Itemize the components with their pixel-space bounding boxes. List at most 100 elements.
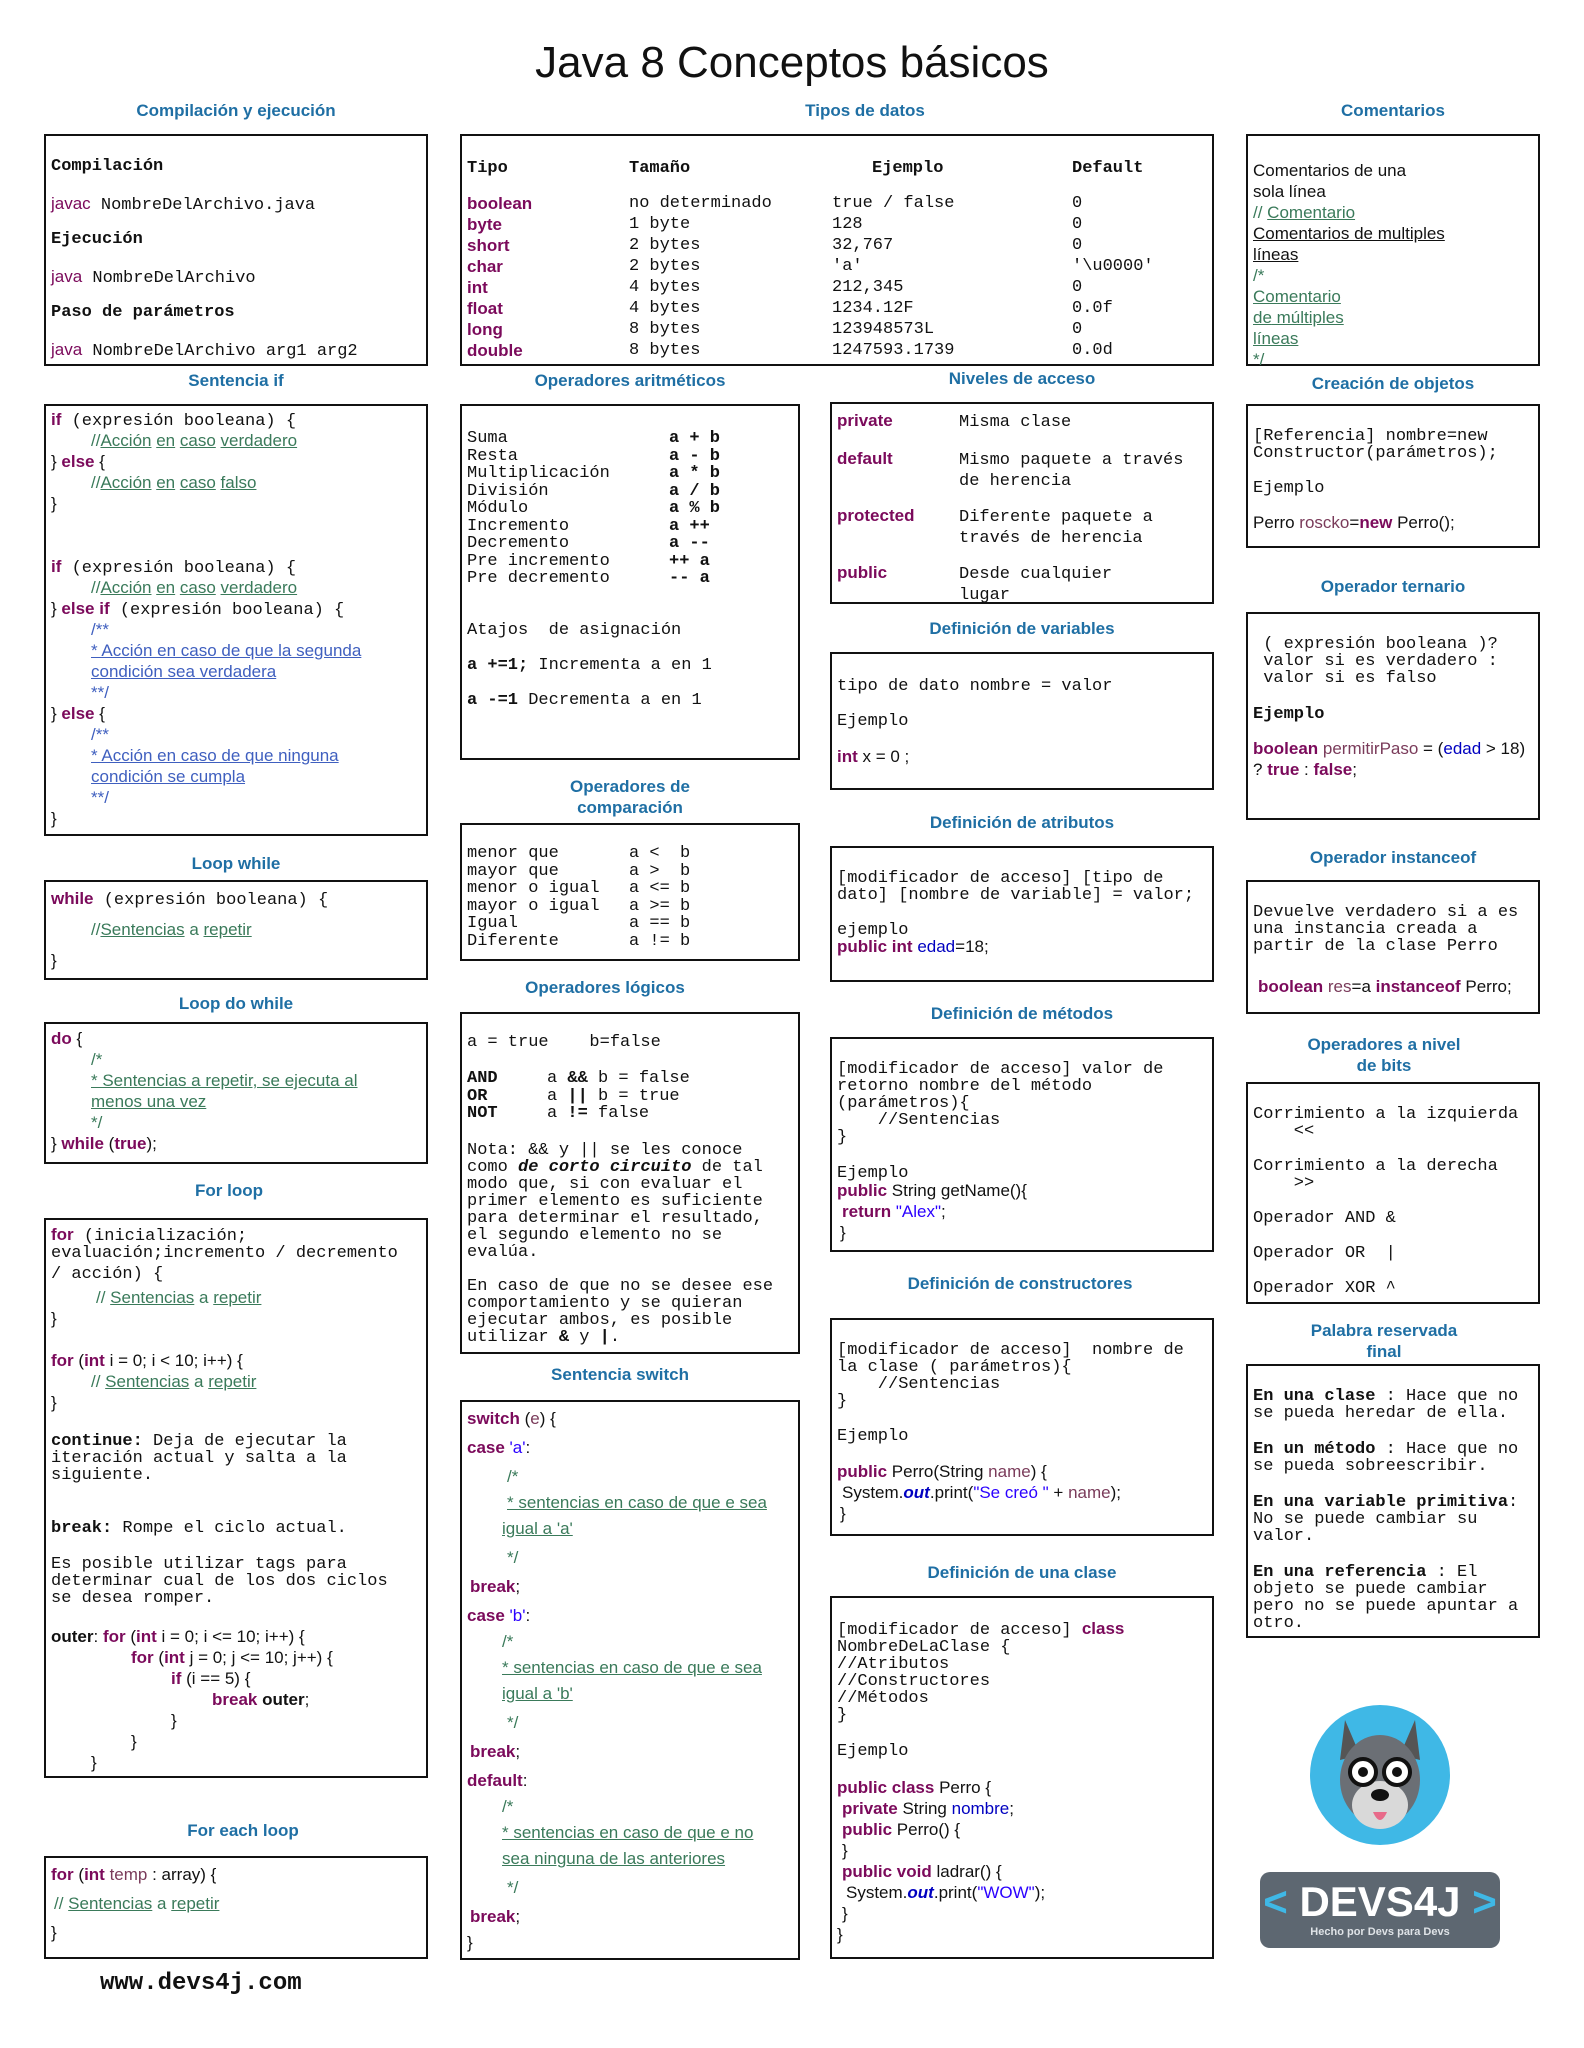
sentencia-if-box: if (expresión booleana) { //Acción en ca…: [44, 404, 428, 836]
ternario-ejemplo: Ejemplo: [1253, 705, 1325, 724]
clase-example-2: private String nombre;: [842, 1799, 1014, 1818]
case-b-comment-1: * sentencias en caso de que e sea: [502, 1658, 762, 1677]
section-title-compilacion: Compilación y ejecución: [136, 101, 336, 120]
nota-line-7: evalúa.: [467, 1243, 539, 1262]
logic-expression: a != false: [547, 1105, 649, 1123]
tipos-cell: int: [467, 278, 488, 297]
javadoc-open: /**: [91, 620, 109, 639]
section-title-ternario: Operador ternario: [1320, 577, 1466, 596]
tipos-cell: 8 bytes: [629, 341, 701, 360]
operator-name: Incremento: [467, 516, 570, 536]
comentarios-multi-2: de múltiples: [1253, 308, 1344, 327]
tipos-cell: float: [467, 299, 503, 318]
tipos-cell: 0.0f: [1072, 299, 1113, 318]
continue-line-2: iteración actual y salta a la: [51, 1449, 347, 1468]
for-example-comment: // Sentencias a repetir: [91, 1372, 257, 1391]
tags-line-3: se desea romper.: [51, 1589, 215, 1608]
operator-expression: ++ a: [669, 551, 710, 571]
access-modifier: public: [837, 563, 888, 582]
nota2-line-1: En caso de que no se desee ese: [467, 1277, 774, 1296]
access-description-line: través de herencia: [959, 529, 1143, 548]
access-modifier: private: [837, 411, 893, 430]
do-comment-open: /*: [91, 1050, 103, 1069]
break-line: break: Rompe el ciclo actual.: [51, 1519, 347, 1538]
final-box: En una clase : Hace que no se pueda here…: [1246, 1364, 1540, 1638]
footer-url[interactable]: www.devs4j.com: [100, 1970, 302, 1997]
logic-operator-name: OR: [467, 1086, 488, 1106]
section-title-logicos: Operadores lógicos: [525, 978, 685, 997]
javadoc-line-1: * Acción en caso de que la segunda: [91, 641, 362, 660]
metodos-line-1: [modificador de acceso] valor de: [837, 1060, 1164, 1079]
comparison-expression: a == b: [629, 914, 691, 933]
bits-line-1: Corrimiento a la izquierda: [1253, 1105, 1519, 1124]
variables-ejemplo: Ejemplo: [837, 712, 909, 731]
tipos-cell: char: [467, 257, 503, 276]
final-referencia-1: En una referencia : El: [1253, 1563, 1478, 1582]
operator-expression: a % b: [669, 499, 721, 518]
else-line-2: } else {: [51, 704, 105, 723]
logic-lhs: a: [547, 1069, 568, 1088]
logic-operator-name: AND: [467, 1069, 498, 1088]
section-title-for-loop: For loop: [195, 1181, 263, 1200]
section-title-creacion: Creación de objetos: [1311, 374, 1475, 393]
metodos-ejemplo: Ejemplo: [837, 1164, 909, 1183]
constructores-line-3: //Sentencias: [837, 1375, 1001, 1394]
clase-example-5: public void ladrar() {: [842, 1862, 1002, 1881]
metodos-line-4: //Sentencias: [837, 1111, 1001, 1130]
tipos-cell: 2 bytes: [629, 257, 701, 276]
brace-2: }: [131, 1732, 137, 1751]
metodos-box: [modificador de acceso] valor de retorno…: [830, 1037, 1214, 1252]
atajos-title: Atajos de asignación: [467, 621, 682, 640]
access-description-line: Misma clase: [959, 413, 1072, 432]
creacion-example: Perro roscko=new Perro();: [1253, 513, 1455, 532]
instanceof-line-2: una instancia creada a: [1253, 920, 1478, 939]
tipos-header-cell: Default: [1072, 159, 1144, 178]
operator-expression: -- a: [669, 569, 710, 588]
comentarios-single-example: // Comentario: [1253, 203, 1356, 222]
atributos-example: public int edad=18;: [837, 937, 989, 956]
comparison-name: mayor o igual: [467, 896, 600, 916]
comentarios-multi-1: Comentario: [1253, 287, 1341, 306]
operator-expression: a --: [669, 534, 710, 553]
ternario-example-2: ? true : false;: [1253, 760, 1357, 779]
clase-example-3: public Perro() {: [842, 1820, 961, 1839]
final-clase-1: En una clase : Hace que no: [1253, 1387, 1519, 1406]
logicos-vars: a = true b=false: [467, 1033, 661, 1052]
else-line: } else {: [51, 452, 105, 471]
bits-line-4: >>: [1253, 1174, 1315, 1193]
operator-name: Resta: [467, 446, 519, 466]
do-comment-2: menos una vez: [91, 1092, 207, 1111]
tags-line-2: determinar cual de los dos ciclos: [51, 1572, 388, 1591]
operator-name: Multiplicación: [467, 464, 610, 483]
section-title-atributos: Definición de atributos: [929, 813, 1115, 832]
atributos-line-2: dato] [nombre de variable] = valor;: [837, 886, 1195, 905]
constructores-example-1: public Perro(String name) {: [837, 1462, 1047, 1481]
tipos-header-cell: Ejemplo: [872, 159, 944, 178]
logic-operator-name: NOT: [467, 1104, 498, 1123]
clase-example-1: public class Perro {: [837, 1778, 992, 1797]
javadoc-open-2: /**: [91, 725, 109, 744]
metodos-example-3: }: [840, 1223, 846, 1242]
section-title-variables: Definición de variables: [929, 619, 1115, 638]
default-comment-2: sea ninguna de las anteriores: [502, 1849, 726, 1868]
switch-box: switch (e) { case 'a': /* * sentencias e…: [460, 1400, 800, 1960]
comentarios-line-4: Comentarios de multiples: [1253, 224, 1445, 243]
section-title-do-while: Loop do while: [178, 994, 294, 1013]
constructores-line-2: la clase ( parámetros){: [837, 1358, 1072, 1377]
logic-expression: a || b = true: [547, 1087, 680, 1106]
for-line-3: / acción) {: [51, 1265, 164, 1284]
ternario-example-1: boolean permitirPaso = (edad > 18): [1253, 739, 1526, 758]
comentarios-multi-open: /*: [1253, 266, 1265, 285]
tipos-header-cell: Tipo: [467, 159, 508, 178]
section-title-aritmeticos: Operadores aritméticos: [534, 371, 726, 390]
do-while-box: do { /* * Sentencias a repetir, se ejecu…: [44, 1022, 428, 1164]
section-title-metodos: Definición de métodos: [930, 1004, 1114, 1023]
